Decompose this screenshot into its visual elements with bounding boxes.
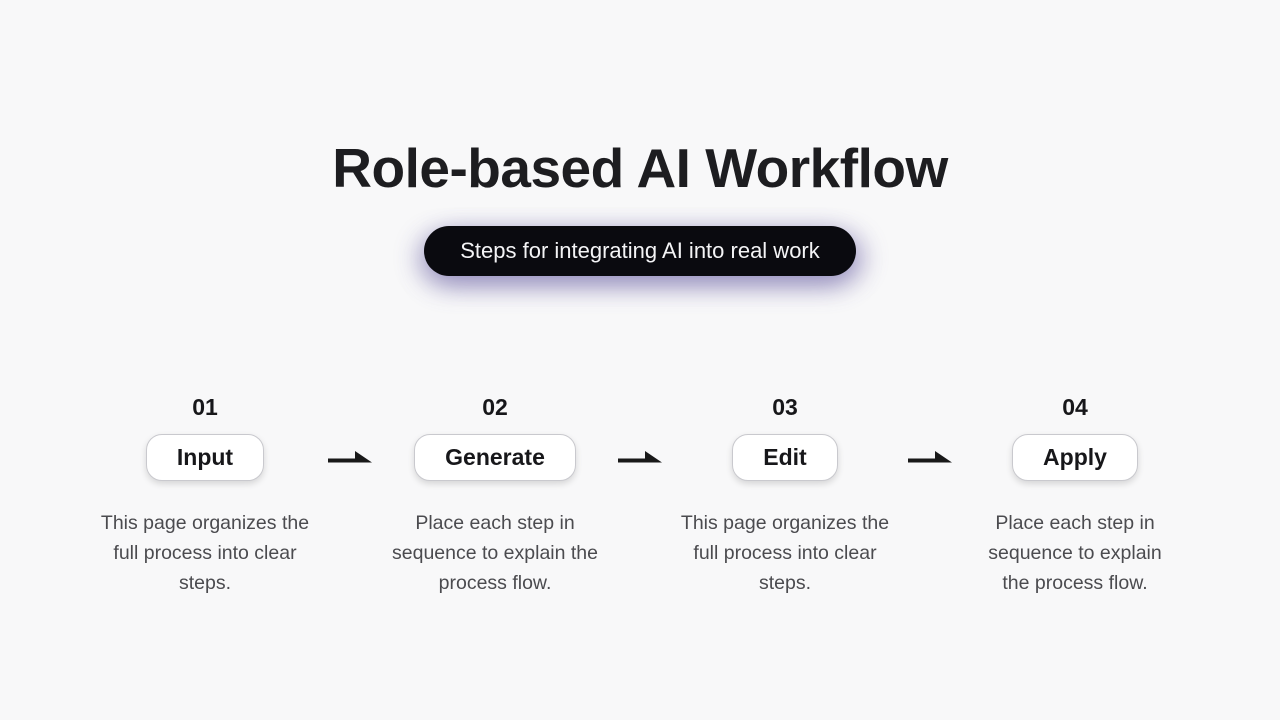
arrow-right-icon bbox=[908, 450, 952, 463]
step-button-input[interactable]: Input bbox=[145, 433, 265, 481]
step-button-label: Generate bbox=[445, 443, 545, 470]
step-description: This page organizes the full process int… bbox=[680, 511, 890, 594]
step-column-03: 03 Edit This page organizes the full pro… bbox=[670, 394, 900, 598]
step-number: 03 bbox=[772, 393, 798, 420]
steps-row: 01 Input This page organizes the full pr… bbox=[90, 394, 1190, 598]
step-description: This page organizes the full process int… bbox=[100, 511, 310, 594]
step-button-generate[interactable]: Generate bbox=[414, 433, 576, 481]
step-button-label: Apply bbox=[1043, 443, 1107, 470]
step-button-label: Edit bbox=[763, 443, 807, 470]
step-number: 02 bbox=[482, 393, 508, 420]
arrow-right-icon bbox=[618, 450, 662, 463]
step-button-apply[interactable]: Apply bbox=[1012, 433, 1138, 481]
arrow-right-icon bbox=[328, 450, 372, 463]
step-column-01: 01 Input This page organizes the full pr… bbox=[90, 394, 320, 598]
step-description: Place each step in sequence to explain t… bbox=[988, 511, 1162, 594]
step-column-04: 04 Apply Place each step in sequence to … bbox=[960, 394, 1190, 598]
step-button-edit[interactable]: Edit bbox=[732, 433, 838, 481]
subtitle-badge: Steps for integrating AI into real work bbox=[424, 225, 856, 276]
subtitle-badge-label: Steps for integrating AI into real work bbox=[460, 237, 820, 263]
step-button-label: Input bbox=[176, 443, 234, 470]
step-number: 04 bbox=[1062, 393, 1088, 420]
page-title: Role-based AI Workflow bbox=[332, 137, 948, 199]
step-column-02: 02 Generate Place each step in sequence … bbox=[380, 394, 610, 598]
step-number: 01 bbox=[192, 393, 218, 420]
step-description: Place each step in sequence to explain t… bbox=[392, 511, 598, 594]
